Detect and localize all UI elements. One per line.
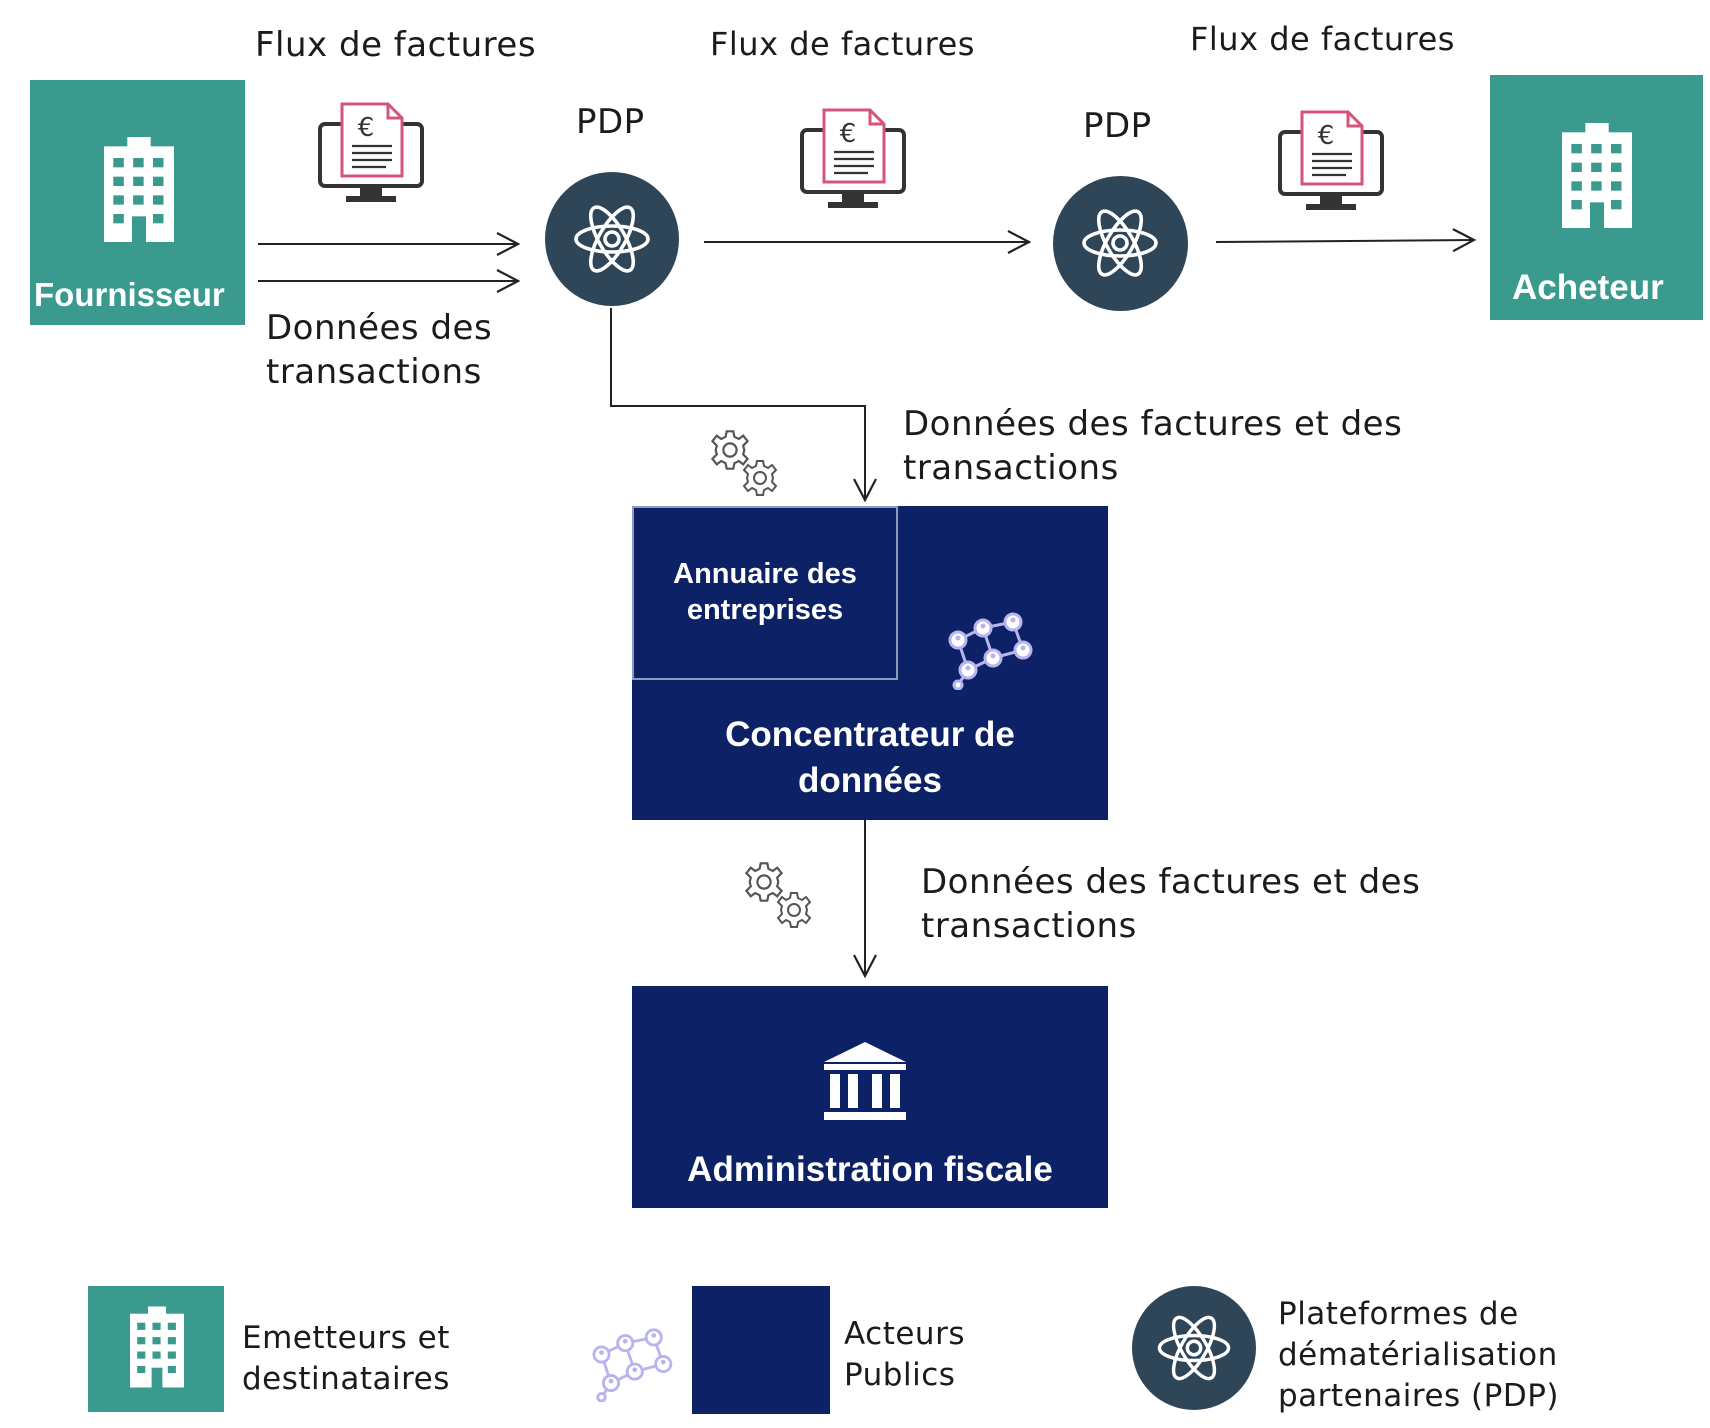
- institution-icon: [824, 1042, 906, 1120]
- to-concentrateur-label: Données des factures et des transactions: [903, 404, 1403, 489]
- invoice-flow-label-1: Flux de factures: [255, 25, 537, 65]
- pdp-node-1: [545, 172, 679, 306]
- acheteur-box: Acheteur: [1490, 75, 1703, 320]
- building-icon: [130, 1306, 184, 1388]
- concentrateur-label: Concentrateur de données: [725, 715, 1015, 800]
- legend-acteurs-swatch: [692, 1286, 830, 1414]
- annuaire-box: Annuaire des entreprises: [632, 506, 898, 680]
- administration-box: Administration fiscale: [632, 986, 1108, 1208]
- acheteur-label: Acheteur: [1512, 268, 1664, 307]
- invoice-arrow-3: [1215, 240, 1474, 242]
- legend-emetteurs-label: Emetteurs et destinataires: [242, 1320, 450, 1397]
- pdp-label-2: PDP: [1083, 106, 1152, 146]
- to-administration-label: Données des factures et des transactions: [921, 862, 1421, 947]
- administration-label: Administration fiscale: [687, 1150, 1053, 1189]
- legend-acteurs-label: Acteurs Publics: [844, 1316, 965, 1393]
- legend-pdp-label: Plateformes de dématérialisation partena…: [1278, 1296, 1559, 1414]
- pdp-label-1: PDP: [576, 102, 645, 142]
- annuaire-label: Annuaire des entreprises: [673, 558, 857, 627]
- fournisseur-box: Fournisseur: [30, 80, 245, 325]
- legend-pdp-swatch: [1132, 1286, 1256, 1410]
- building-icon: [1562, 123, 1632, 228]
- gears-icon: [711, 430, 777, 496]
- network-icon: [582, 1326, 678, 1402]
- pdp-node-2: [1053, 176, 1188, 311]
- invoice-monitor-icon: [316, 98, 426, 208]
- atom-icon: [562, 189, 662, 289]
- invoice-monitor-icon: [798, 104, 908, 214]
- atom-icon: [1070, 193, 1170, 293]
- invoice-flow-label-2: Flux de factures: [710, 25, 975, 63]
- transactions-label: Données des transactions: [266, 308, 493, 393]
- invoice-flow-label-3: Flux de factures: [1190, 20, 1455, 58]
- atom-icon: [1146, 1300, 1242, 1396]
- concentrateur-box: Annuaire des entreprises Concentrateur d…: [632, 506, 1108, 820]
- network-icon: [938, 610, 1038, 690]
- invoice-monitor-icon: [1276, 106, 1386, 216]
- fournisseur-label: Fournisseur: [34, 276, 225, 313]
- pdp-to-concentrateur-arrow: [610, 308, 865, 500]
- gears-icon: [745, 862, 811, 928]
- building-icon: [104, 137, 174, 242]
- legend-emetteurs-swatch: [88, 1286, 224, 1412]
